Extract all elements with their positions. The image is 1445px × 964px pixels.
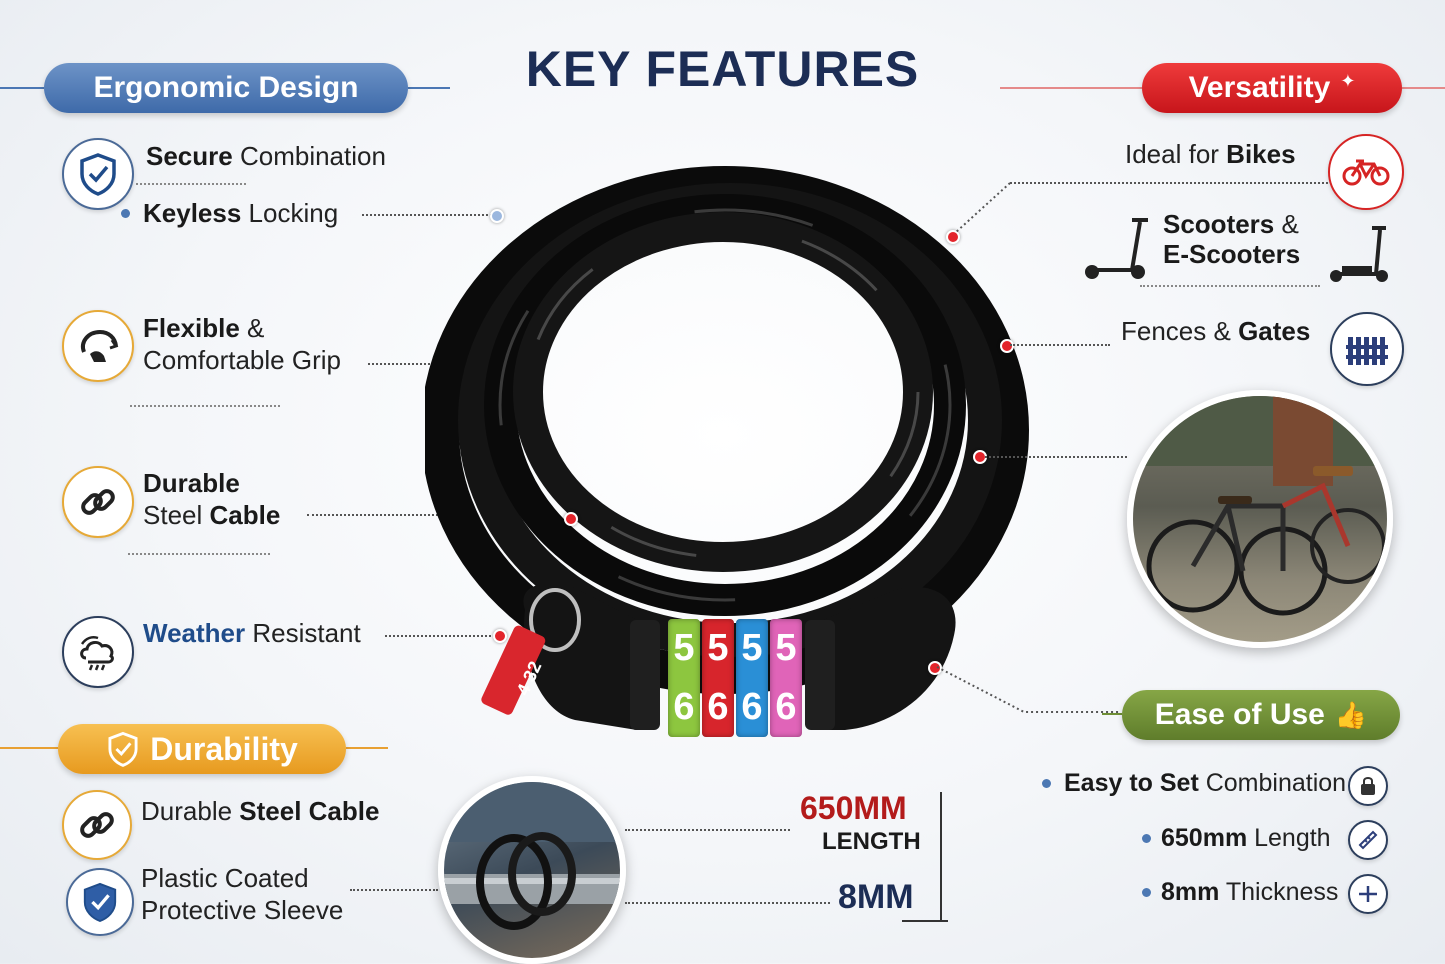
header-rule (0, 747, 58, 749)
feature-8mm-thickness: 8mm Thickness (1161, 878, 1339, 906)
feature-fences-gates: Fences & Gates (1121, 316, 1311, 346)
shield-check-icon (66, 868, 134, 936)
leader-line (385, 635, 495, 637)
feature-flexible-grip: Flexible & Comfortable Grip (143, 313, 341, 375)
ergonomic-design-header: Ergonomic Design (44, 63, 408, 113)
leader-line (128, 553, 270, 555)
header-rule (1102, 713, 1122, 715)
cable-coil (513, 212, 933, 572)
feature-durable-steel-cable-2: Durable Steel Cable (141, 796, 380, 826)
dimension-bracket (902, 920, 948, 922)
thumbs-up-icon: 👍 (1334, 699, 1368, 730)
shield-check-icon (62, 138, 134, 210)
header-rule (346, 747, 388, 749)
leader-line (1010, 182, 1328, 184)
header-rule (1402, 87, 1445, 89)
thickness-icon (1348, 874, 1388, 914)
leader-line (625, 902, 830, 904)
bullet-dot (1142, 888, 1151, 897)
leader-line (307, 514, 462, 516)
cable-around-pipe-photo (438, 776, 626, 964)
leader-line (625, 829, 790, 831)
durability-header: Durability (58, 724, 346, 774)
cable-highlight (498, 208, 952, 602)
feature-plastic-coated-sleeve: Plastic Coated Protective Sleeve (141, 863, 344, 925)
bullet-dot (1042, 779, 1051, 788)
lock-tag (481, 625, 546, 715)
feature-secure-combination: Secure Combination (146, 141, 386, 171)
pointer-dot (1000, 339, 1014, 353)
leader-line (985, 456, 1127, 458)
cable-highlight (526, 225, 920, 559)
bicycle-icon (1328, 134, 1404, 210)
header-rule (0, 87, 44, 89)
feature-ideal-for-bikes: Ideal for Bikes (1125, 139, 1296, 169)
leader-line (368, 363, 458, 365)
versatility-header: Versatility✦ (1142, 63, 1402, 113)
fence-icon (1330, 312, 1404, 386)
chain-link-icon (62, 466, 134, 538)
pointer-dot (493, 629, 507, 643)
ease-of-use-header: Ease of Use👍 (1122, 690, 1400, 740)
leader-line (1010, 344, 1110, 346)
bullet-dot (1142, 834, 1151, 843)
leader-line (954, 182, 1011, 234)
weather-cloud-icon (62, 616, 134, 688)
page-title: KEY FEATURES (525, 41, 920, 97)
lock-body-left (523, 583, 637, 730)
pointer-dot (928, 661, 942, 675)
thickness-value: 8MM (838, 878, 914, 916)
leader-line (130, 405, 280, 407)
leader-line (1140, 285, 1320, 287)
lock-collar (630, 620, 660, 730)
cable-coil (484, 194, 966, 616)
shield-check-icon (108, 731, 138, 767)
header-rule (408, 87, 450, 89)
bullet-dot (121, 209, 130, 218)
sparkle-icon: ✦ (1340, 70, 1356, 91)
key-ring (529, 588, 581, 652)
scooter-icon (1085, 218, 1148, 279)
pointer-dot (946, 230, 960, 244)
feature-easy-to-set: Easy to Set Combination (1064, 769, 1347, 797)
feature-scooters: Scooters & E-Scooters (1163, 209, 1301, 269)
leader-line (362, 214, 492, 216)
parked-bikes-photo (1127, 390, 1393, 648)
length-label: LENGTH (822, 828, 921, 855)
dial-lock-icon (1348, 766, 1388, 806)
feature-durable-steel-cable: Durable Steel Cable (143, 468, 281, 530)
e-scooter-icon (1330, 226, 1388, 282)
lock-collar (805, 620, 835, 730)
measure-icon (1348, 820, 1388, 860)
dimension-bracket (940, 792, 942, 922)
leader-line (936, 666, 1120, 713)
length-value: 650MM (800, 790, 907, 826)
lock-body-right (823, 586, 956, 730)
pointer-dot (564, 512, 578, 526)
header-rule (1000, 87, 1142, 89)
chain-link-icon (62, 790, 132, 860)
feature-weather-resistant: Weather Resistant (143, 618, 361, 648)
leader-line (136, 183, 246, 185)
leader-line (350, 889, 438, 891)
feature-650mm-length: 650mm Length (1161, 824, 1331, 852)
grip-hand-icon (62, 310, 134, 382)
pointer-dot (490, 209, 504, 223)
feature-keyless-locking: Keyless Locking (143, 198, 339, 228)
